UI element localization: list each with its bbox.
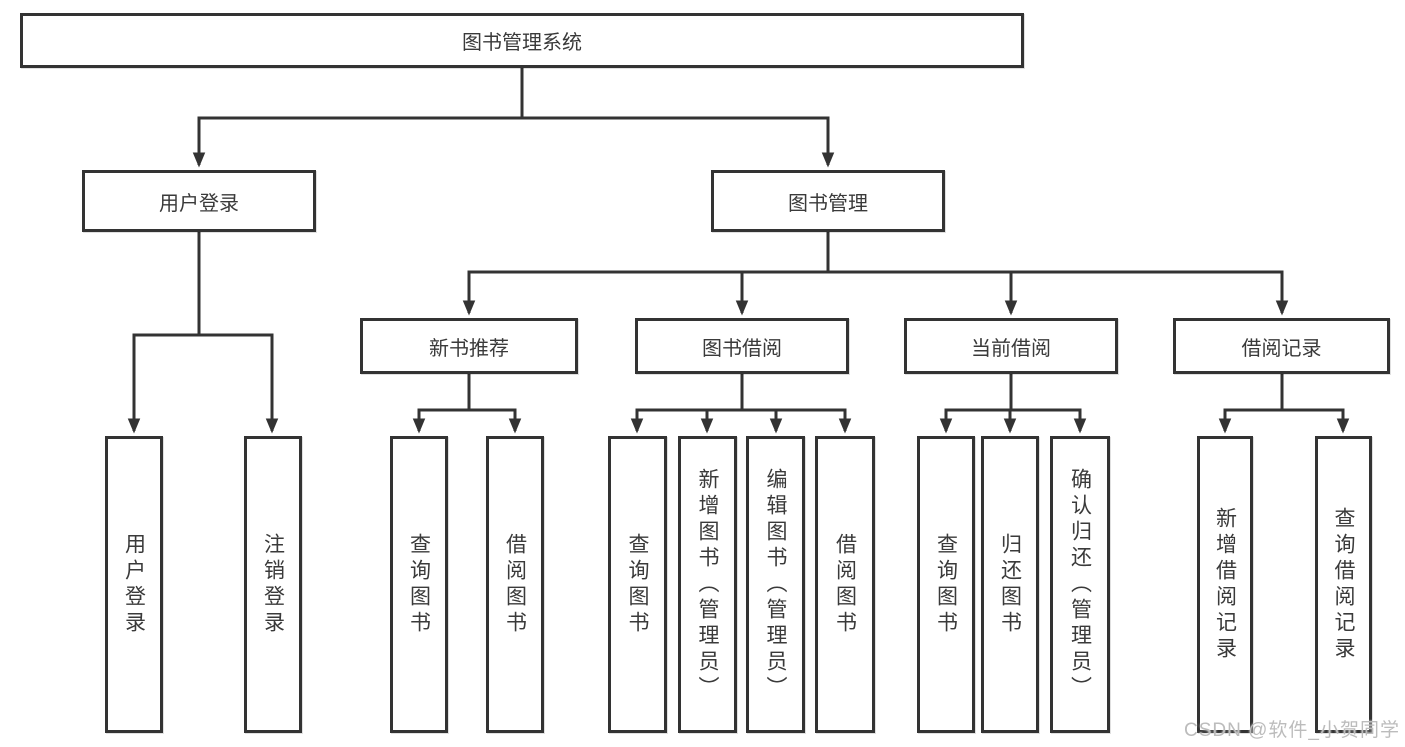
connector-lines (127, 68, 1350, 434)
node-borrowing-records: 借阅记录 (1173, 318, 1390, 374)
leaf-edit-book-admin: 编辑图书（管理员） (746, 436, 805, 733)
leaf-return-book: 归还图书 (981, 436, 1039, 733)
leaf-query-book-borrowing: 查询图书 (608, 436, 667, 733)
leaf-confirm-return-admin: 确认归还（管理员） (1050, 436, 1110, 733)
node-book-management: 图书管理 (711, 170, 945, 232)
leaf-borrow-book: 借阅图书 (815, 436, 875, 733)
leaf-query-borrow-record: 查询借阅记录 (1315, 436, 1372, 733)
leaf-logout: 注销登录 (244, 436, 302, 733)
node-library-management-system: 图书管理系统 (20, 13, 1024, 68)
leaf-add-borrow-record: 新增借阅记录 (1197, 436, 1253, 733)
node-new-book-recommend: 新书推荐 (360, 318, 578, 374)
leaf-add-book-admin: 新增图书（管理员） (678, 436, 737, 733)
leaf-user-login: 用户登录 (105, 436, 163, 733)
leaf-query-book-recommend: 查询图书 (390, 436, 448, 733)
node-book-borrowing: 图书借阅 (635, 318, 849, 374)
node-user-login: 用户登录 (82, 170, 316, 232)
node-current-borrowing: 当前借阅 (904, 318, 1118, 374)
leaf-borrow-book-recommend: 借阅图书 (486, 436, 544, 733)
leaf-query-book-current: 查询图书 (917, 436, 975, 733)
csdn-watermark: CSDN @软件_小贺同学 (1184, 720, 1400, 741)
